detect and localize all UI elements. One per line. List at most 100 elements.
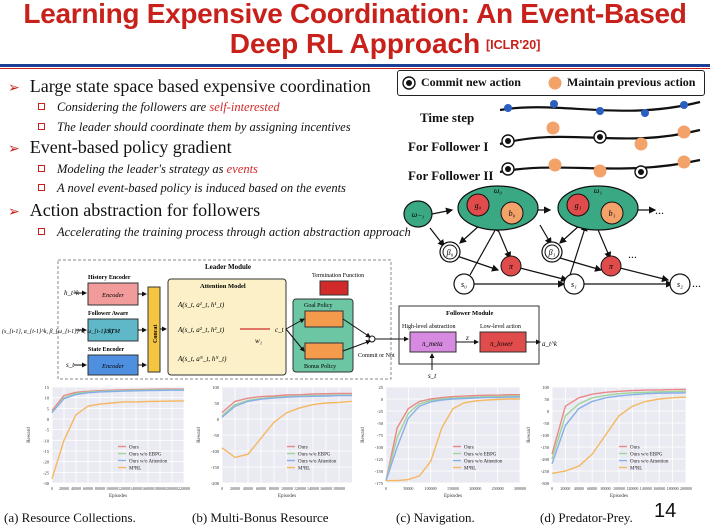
chart-y-tick: 10 xyxy=(45,396,50,401)
chart-x-tick: 120000 xyxy=(626,486,638,491)
chart-x-tick: 140000 xyxy=(307,486,319,491)
chart-series-line xyxy=(551,392,687,465)
chart-legend-label: Ours xyxy=(298,446,308,451)
svg-text:π: π xyxy=(509,262,514,271)
caption-d: (d) Predator-Prey. xyxy=(540,510,633,525)
chart-x-tick: 20000 xyxy=(59,486,69,491)
goal-policy-box xyxy=(304,310,344,328)
chart-y-tick: -150 xyxy=(541,445,550,450)
chart-x-label: Episodes xyxy=(610,494,628,499)
bonus-node-0 xyxy=(500,201,524,225)
chart-x-tick: 60000 xyxy=(256,486,266,491)
svg-text:Attention Model: Attention Model xyxy=(200,283,246,290)
chart-x-tick: 0 xyxy=(551,486,553,491)
chart-y-tick: -125 xyxy=(375,457,384,462)
goal-node-0 xyxy=(466,193,490,217)
chart-x-tick: 60000 xyxy=(587,486,597,491)
leader-module-title: Leader Module xyxy=(205,263,251,271)
svg-text:Follower Module: Follower Module xyxy=(446,310,493,317)
chart-legend-label: M³RL xyxy=(129,466,141,472)
svg-text:s_t: s_t xyxy=(428,372,437,380)
chart-x-tick: 0 xyxy=(221,486,223,491)
svg-text:h_t^k: h_t^k xyxy=(64,289,80,297)
chart-y-tick: -30 xyxy=(43,481,50,486)
chart-y-tick: -75 xyxy=(377,433,384,438)
chart-x-tick: 120000 xyxy=(118,486,130,491)
chart-series-line xyxy=(551,388,687,455)
caption-b: (b) Multi-Bonus Resource xyxy=(192,510,329,525)
svg-text:Encoder: Encoder xyxy=(101,363,124,370)
svg-text:z: z xyxy=(465,334,469,342)
svg-text:Termination Function: Termination Function xyxy=(312,273,364,279)
bullet-2: ➢Event-based policy gradient xyxy=(8,137,232,157)
follower-module-box xyxy=(398,305,540,365)
chart-x-tick: 160000 xyxy=(142,486,154,491)
svg-text:β₀: β₀ xyxy=(446,248,454,257)
sub-bullet: Accelerating the training process throug… xyxy=(38,225,411,240)
follower-1-markers xyxy=(501,121,691,151)
goal-node-1 xyxy=(566,193,590,217)
svg-text:g₀: g₀ xyxy=(475,201,482,210)
venue-tag: [ICLR'20] xyxy=(486,38,541,52)
chart-y-tick: -100 xyxy=(375,445,384,450)
chart-y-tick: 100 xyxy=(212,385,220,390)
title-rule xyxy=(0,64,710,67)
svg-text:w₁: w₁ xyxy=(255,337,262,345)
chart-legend-label: Ours xyxy=(129,446,139,451)
chart-y-tick: -200 xyxy=(541,457,550,462)
chart-y-tick: -250 xyxy=(541,469,550,474)
svg-text:π: π xyxy=(609,262,614,271)
square-bullet-icon xyxy=(38,103,45,110)
chart-y-tick: -150 xyxy=(211,465,220,470)
chart-y-tick: 0 xyxy=(381,397,384,402)
chart-x-tick: 100000 xyxy=(613,486,625,491)
sub-bullet: A novel event-based policy is induced ba… xyxy=(38,181,346,196)
chart-x-tick: 200000 xyxy=(469,486,481,491)
arrow-bullet-icon: ➢ xyxy=(8,80,20,96)
chart-y-tick: 15 xyxy=(45,385,50,390)
svg-text:s_t: s_t xyxy=(66,361,75,369)
chart-x-tick: 220000 xyxy=(178,486,190,491)
svg-text:Commit or Not: Commit or Not xyxy=(358,353,395,359)
chart-y-tick: -200 xyxy=(211,481,220,486)
svg-text:State Encoder: State Encoder xyxy=(88,347,124,353)
chart-x-tick: 50000 xyxy=(403,486,413,491)
chart-series-line xyxy=(385,393,520,481)
chart-legend-label: Ours w/o Attention xyxy=(464,460,503,465)
svg-text:(s_{t-1}, a_{t-1}^k, β_{ω_{t-1: (s_{t-1}, a_{t-1}^k, β_{ω_{t-1}}^k, ω_{t… xyxy=(2,328,113,335)
chart-y-tick: 0 xyxy=(47,417,50,422)
chart-y-tick: 100 xyxy=(542,385,550,390)
svg-text:b₀: b₀ xyxy=(509,209,516,218)
svg-text:...: ... xyxy=(628,247,637,261)
chart-y-tick: 50 xyxy=(215,401,220,406)
chart-y-tick: 0 xyxy=(547,409,550,414)
follower-module-diagram: Follower Module High-level abstraction L… xyxy=(398,305,558,380)
chart-y-tick: 50 xyxy=(545,397,550,402)
chart-series-line xyxy=(385,396,520,481)
timeline-row-time: Time step xyxy=(420,110,475,125)
sub-bullet: The leader should coordinate them by ass… xyxy=(38,120,351,135)
chart-y-tick: -25 xyxy=(377,409,384,414)
chart-x-tick: 140000 xyxy=(130,486,142,491)
timeline-row-follower-2: For Follower II xyxy=(408,168,494,183)
sub-bullet: Modeling the leader's strategy as events xyxy=(38,162,258,177)
svg-text:a_t^k: a_t^k xyxy=(542,340,558,348)
chart-x-tick: 200000 xyxy=(680,486,692,491)
chart-legend-label: M³RL xyxy=(630,466,642,472)
chart-x-tick: 200000 xyxy=(166,486,178,491)
caption-c: (c) Navigation. xyxy=(396,510,475,525)
chart-x-tick: 150000 xyxy=(447,486,459,491)
chart-series-line xyxy=(51,389,184,414)
chart-x-tick: 180000 xyxy=(667,486,679,491)
svg-text:A(s_t, aᴺ_t, hᴺ_t): A(s_t, aᴺ_t, hᴺ_t) xyxy=(177,355,227,363)
chart-y-tick: -100 xyxy=(211,449,220,454)
chart-x-tick: 80000 xyxy=(95,486,105,491)
chart-x-label: Episodes xyxy=(278,494,296,499)
chart-y-tick: -15 xyxy=(43,449,50,454)
bullet-3: ➢Action abstraction for followers xyxy=(8,200,261,220)
chart-y-tick: -100 xyxy=(541,433,550,438)
svg-text:High-level abstraction: High-level abstraction xyxy=(402,324,455,330)
legend-markers xyxy=(402,76,562,90)
chart-legend-label: Ours xyxy=(630,446,640,451)
chart-y-tick: -150 xyxy=(375,469,384,474)
